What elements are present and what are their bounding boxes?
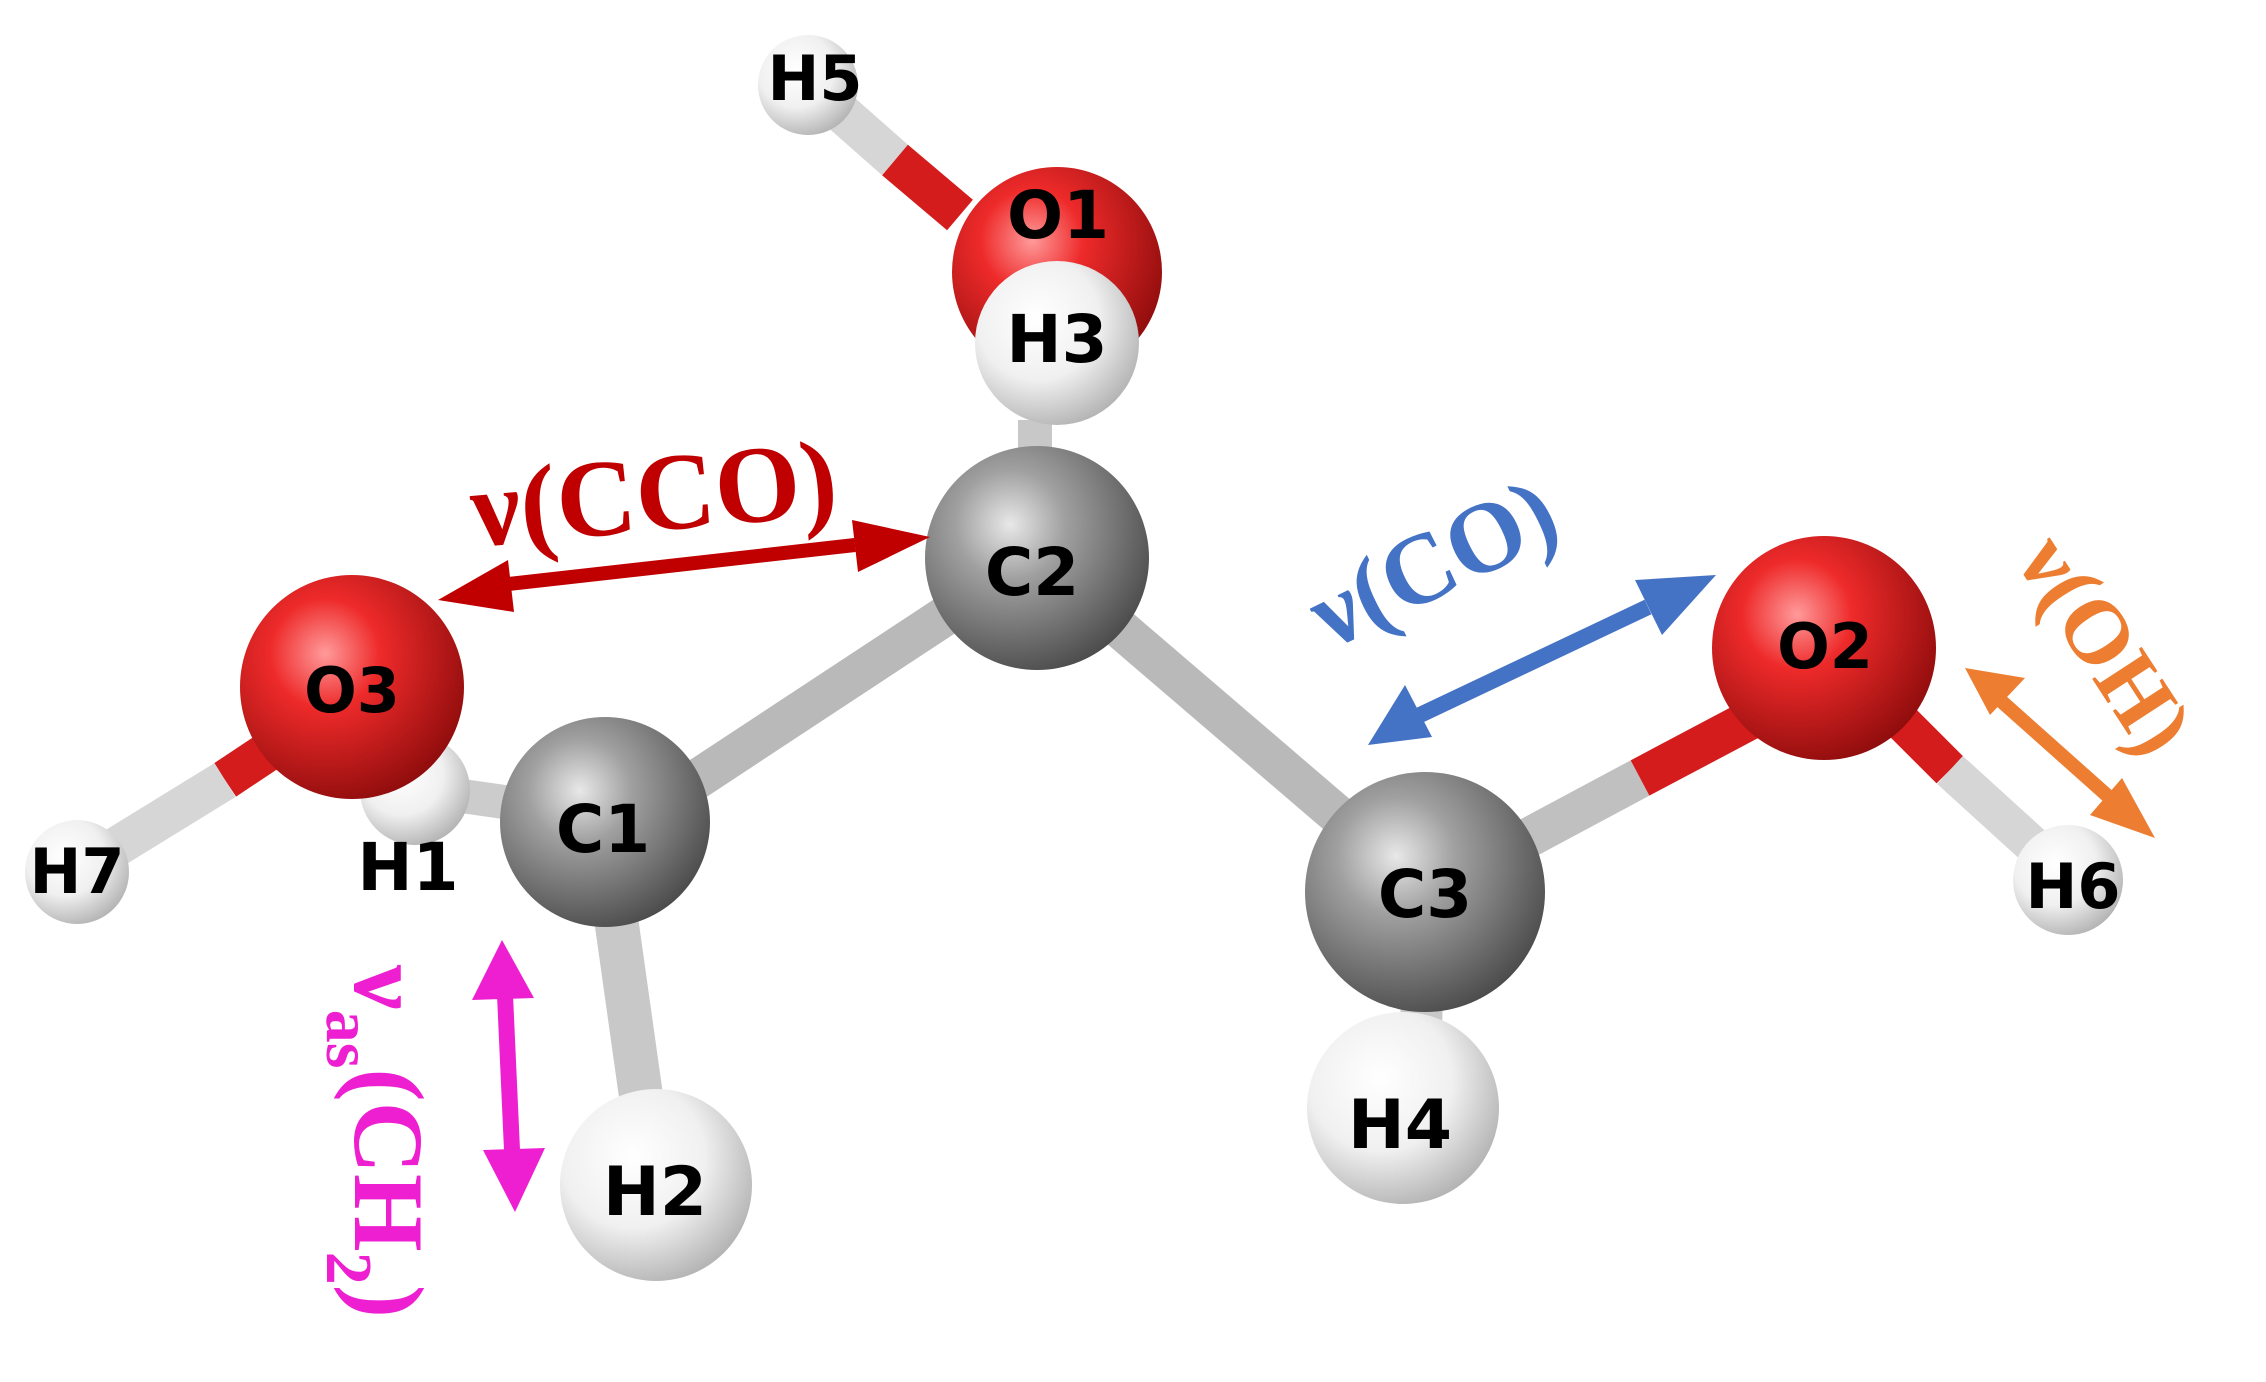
label-o2: O2 [1777,610,1873,683]
atom-o3 [240,575,464,799]
atoms [25,35,2123,1281]
atom-h3 [975,261,1139,425]
atom-h5 [758,35,858,135]
atom-c3 [1305,772,1545,1012]
label-h6: H6 [2025,850,2120,923]
label-o1: O1 [1007,177,1109,254]
atom-h4 [1307,1012,1499,1204]
atom-h6 [2013,825,2123,935]
atom-labels: H5 O1 H3 C2 O3 C1 H1 H7 H2 C3 O2 H4 H6 [29,42,2120,1232]
atom-h2 [560,1089,752,1281]
label-h3: H3 [1006,301,1107,378]
atom-h7 [25,820,129,924]
atom-o2 [1712,536,1936,760]
mode-arrows [438,520,2155,1212]
arrow-cco [438,520,930,612]
label-o3: O3 [304,654,400,727]
label-c1: C1 [556,791,650,868]
label-h4: H4 [1348,1086,1452,1165]
label-c3: C3 [1378,856,1472,933]
label-nu-co: ν(CO) [1290,455,1574,670]
label-nu-as-ch2: νas(CH2) [312,964,444,1318]
label-nu-cco: ν(CCO) [465,417,842,571]
label-h7: H7 [29,835,124,908]
atom-c1 [500,717,710,927]
arrow-ch2 [472,940,545,1212]
label-c2: C2 [985,534,1079,611]
atom-c2 [925,446,1149,670]
label-h2: H2 [603,1153,707,1232]
arrow-co [1368,575,1716,745]
label-h1: H1 [357,829,458,906]
bond-h5-o1-o [882,144,973,231]
mode-labels: ν(CCO) ν(CO) ν(OH) νas(CH2) [312,417,2212,1318]
label-h5: H5 [767,42,862,115]
arrow-oh [1965,668,2155,838]
